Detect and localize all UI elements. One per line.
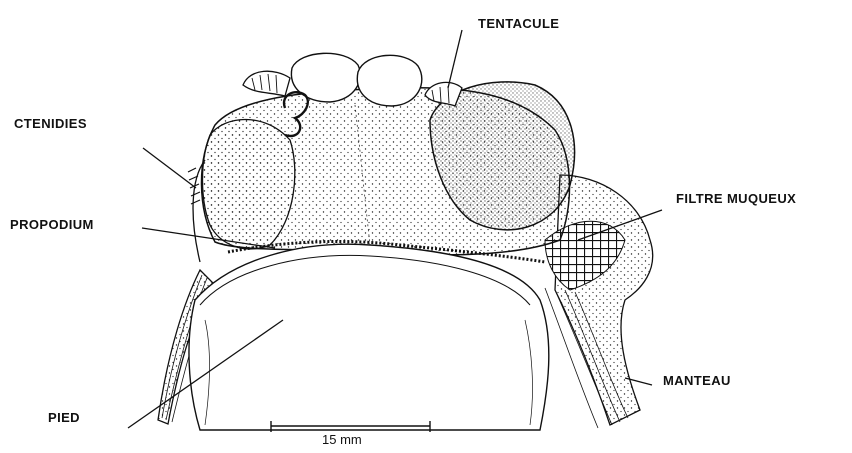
tentacle-left: [243, 71, 290, 96]
label-tentacule: TENTACULE: [478, 16, 559, 31]
left-lobe: [203, 119, 295, 248]
label-ctenidies: CTENIDIES: [14, 116, 87, 131]
front-lobe-right: [357, 55, 421, 106]
label-pied: PIED: [48, 410, 80, 425]
label-propodium: PROPODIUM: [10, 217, 94, 232]
label-manteau: MANTEAU: [663, 373, 731, 388]
foot: [189, 244, 549, 430]
scale-bar-label: 15 mm: [322, 432, 362, 447]
label-filtre-muqueux: FILTRE MUQUEUX: [676, 191, 796, 206]
